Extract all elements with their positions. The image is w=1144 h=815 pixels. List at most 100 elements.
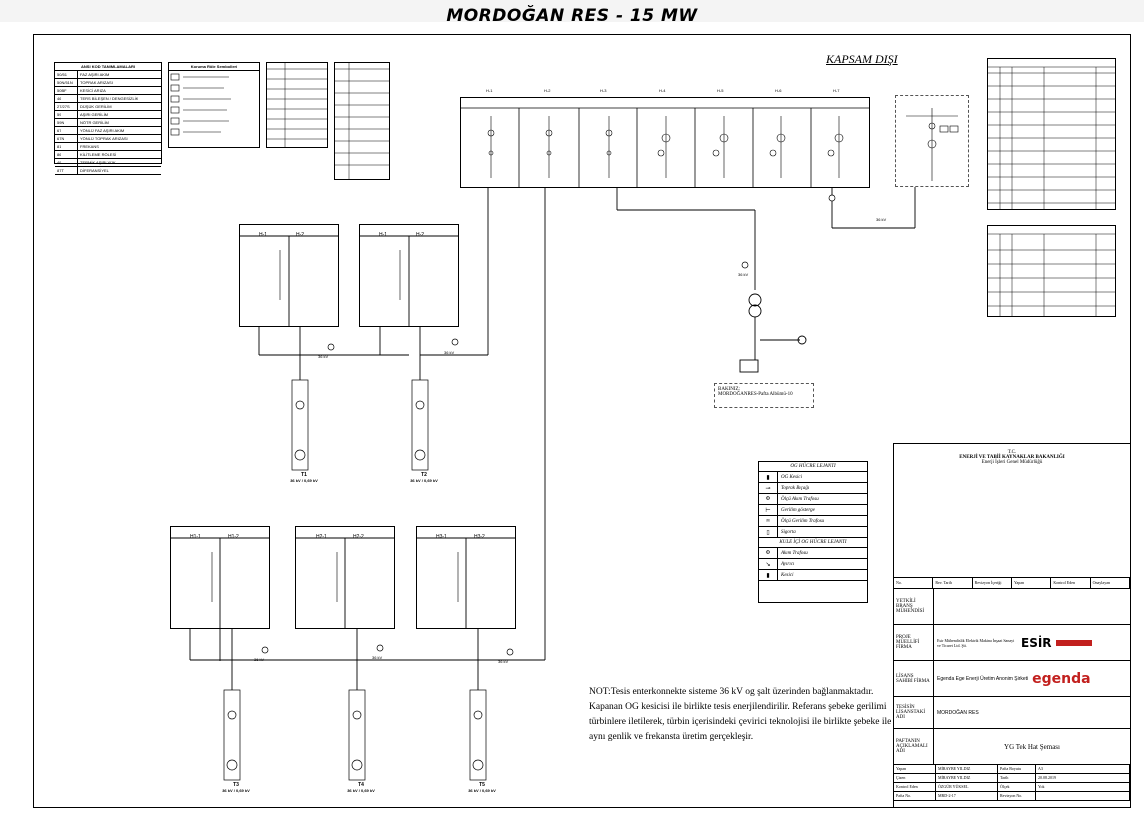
kule-legend-row: ▮Kesici	[759, 570, 867, 581]
ansi-description: AŞIRI GERİLİM	[80, 112, 109, 117]
proje-section: PROJE MÜELLİFİ FİRMA Esir Mühendislik El…	[894, 625, 1130, 661]
turbine-cell-label: H3-2	[474, 534, 485, 540]
title-block-footer-cell: Revizyon No.	[998, 792, 1036, 801]
ansi-code: 59N	[57, 120, 65, 125]
ansi-code-cell: 67N	[55, 135, 78, 142]
title-block-footer-cell: Tarih	[998, 774, 1036, 783]
og-legend-symbol-icon: ▯	[759, 527, 778, 537]
title-block-footer-cell: MRD-2-17	[936, 792, 998, 801]
ansi-description: YÖNLÜ FAZ AŞIRI AKIM	[80, 128, 125, 133]
proje-value: Esir Mühendislik Elektrik Makina İnşaat …	[934, 625, 1130, 660]
turbine-cell-label: H2-1	[316, 534, 327, 540]
title-block-footer-cell: Yapan	[894, 765, 936, 774]
ansi-code-cell: 59N	[55, 119, 78, 126]
ansi-code: 46	[57, 96, 62, 101]
relay-code-table-1-body	[267, 63, 327, 147]
ansi-code: 67	[57, 128, 62, 133]
ansi-code-cell: 87T	[55, 167, 78, 174]
ansi-description: DÜŞÜK GERİLİM	[80, 104, 112, 109]
tesis-value: MORDOĞAN RES	[937, 709, 979, 716]
title-block-header: T.C. ENERJİ VE TABİİ KAYNAKLAR BAKANLIĞI…	[894, 444, 1130, 578]
title-block-footer-cell: ÖZGÜR YÜKSEL	[936, 783, 998, 792]
relay-symbol-table: Koruma Röle Sembolleri	[168, 62, 260, 148]
ansi-description: NÖTR GERİLİM	[80, 120, 109, 125]
relay-symbol-table-title: Koruma Röle Sembolleri	[169, 63, 259, 71]
turbine-cell-label: H-1	[259, 232, 268, 238]
og-legend-row: ⊢Gerilim gösterge	[759, 505, 867, 516]
pafta-section: PAFTANIN AÇIKLAMALI ADI YG Tek Hat Şemas…	[894, 729, 1130, 765]
relay-settings-table-1	[987, 58, 1116, 210]
og-legend-text: Ölçü Akım Trafosu	[781, 496, 819, 502]
turbine-cell-label: H-2	[416, 232, 425, 238]
title-block-footer-cell: MİRAYBE YILDIZ	[936, 765, 998, 774]
kule-legend-title: KULE İÇİ OG HÜCRE LEJANTI	[759, 538, 867, 548]
og-legend-text: Sigorta	[781, 529, 796, 535]
ansi-table-row: 67 YÖNLÜ FAZ AŞIRI AKIM	[55, 127, 161, 135]
country-name: T.C.	[1007, 450, 1017, 455]
ansi-code: 50BF	[57, 88, 67, 93]
transformer-rating: 36 kV / 0,69 kV	[410, 478, 438, 483]
reference-label: BAKINIZ:	[718, 387, 740, 392]
ansi-description: KESİCİ ARIZA	[80, 88, 106, 93]
ansi-code: 86	[57, 152, 62, 157]
relay-settings-table-2	[987, 225, 1116, 317]
ansi-description: FREKANS	[80, 144, 99, 149]
switchgear-cell-label: H-6	[775, 88, 782, 93]
og-legend-row: ⊸Toprak Bıçağı	[759, 483, 867, 494]
kule-legend-text: Ayırıcı	[781, 561, 795, 567]
yetkili-section: YETKİLİ BRANŞ MÜHENDİSİ	[894, 589, 1130, 625]
ansi-description: TERS BİLEŞEN / DENGESİZLİK	[80, 96, 139, 101]
ansi-code-cell: 67	[55, 127, 78, 134]
cable-label: 36 kV	[498, 659, 509, 664]
ansi-table-row: 46 TERS BİLEŞEN / DENGESİZLİK	[55, 95, 161, 103]
revision-header-cell: Kontrol Eden	[1051, 578, 1091, 588]
out-of-scope-diagram	[906, 108, 959, 181]
ansi-table-title: ANSI KOD TANIMLAMALARI	[55, 63, 161, 71]
top-bar: MORDOĞAN RES - 15 MW	[0, 0, 1144, 22]
title-block-footer-cell: Pafta No.	[894, 792, 936, 801]
kule-legend-symbol-icon: ▮	[759, 570, 778, 580]
out-of-scope-panel	[895, 95, 969, 187]
og-legend-row: ▮OG Kesici	[759, 472, 867, 483]
switchgear-cell-label: H-1	[486, 88, 493, 93]
revision-header-cell: Revizyon İçeriği	[973, 578, 1012, 588]
pafta-value: YG Tek Hat Şeması	[1004, 742, 1060, 751]
ansi-code: 49	[57, 160, 62, 165]
turbine-cell-label: H-2	[296, 232, 305, 238]
relay-symbol-list	[170, 73, 231, 136]
kule-legend-text: Kesici	[781, 572, 794, 578]
system-note: NOT:Tesis enterkonnekte sisteme 36 kV og…	[589, 687, 892, 742]
relay-code-table-2	[334, 62, 390, 180]
title-block-footer-cell: 20.08.2019	[1036, 774, 1130, 783]
switchgear-cell-label: H-7	[833, 88, 840, 93]
relay-code-table-1	[266, 62, 328, 148]
cable-label: 36 kV	[876, 217, 887, 222]
title-block: T.C. ENERJİ VE TABİİ KAYNAKLAR BAKANLIĞI…	[893, 443, 1131, 808]
lisans-label: LİSANS SAHİBİ FİRMA	[894, 661, 934, 696]
ansi-code-cell: 46	[55, 95, 78, 102]
reference-value: MORDOĞANRES-Pafta Albümü-10	[718, 392, 793, 397]
cable-label: 36 kV	[444, 350, 455, 355]
ansi-code: 59	[57, 112, 62, 117]
turbine-cell-label: H1-1	[190, 534, 201, 540]
lisans-section: LİSANS SAHİBİ FİRMA Egenda Ege Enerji Ür…	[894, 661, 1130, 697]
ansi-code-cell: 59	[55, 111, 78, 118]
ansi-code: 67N	[57, 136, 65, 141]
kule-legend-row: ↘Ayırıcı	[759, 559, 867, 570]
transformer-rating: 36 kV / 0,69 kV	[222, 788, 250, 793]
revision-header-cell: No.	[894, 578, 934, 588]
og-legend-row: ▯Sigorta	[759, 527, 867, 538]
og-legend-symbol-icon: ⊢	[759, 505, 778, 515]
ansi-table-row: 59N NÖTR GERİLİM	[55, 119, 161, 127]
transformer-rating: 36 kV / 0,69 kV	[347, 788, 375, 793]
